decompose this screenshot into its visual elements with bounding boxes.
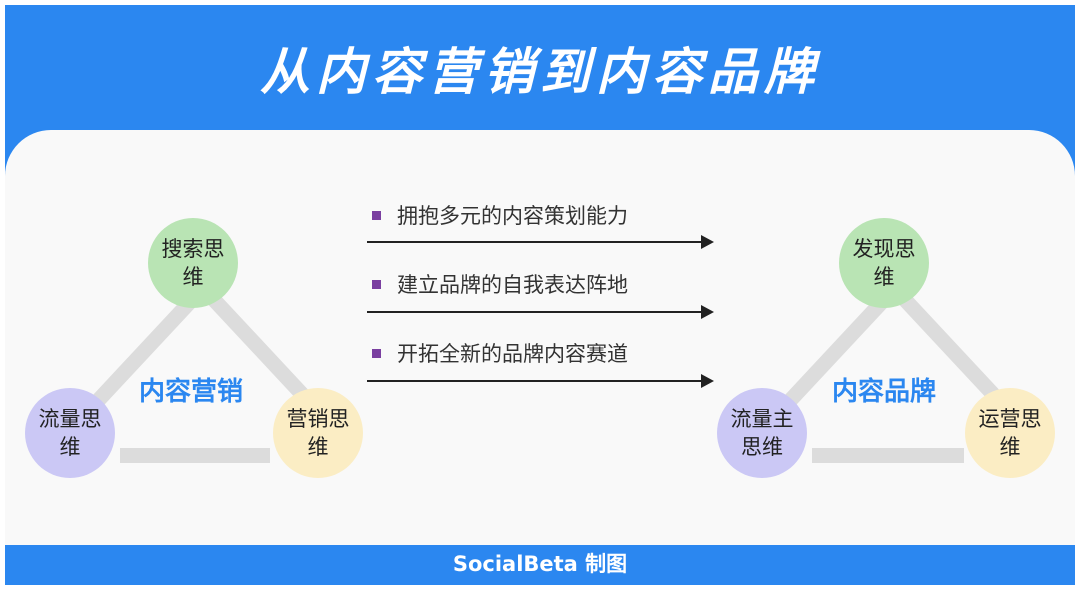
bullet-icon <box>372 348 381 358</box>
arrow-item: 开拓全新的品牌内容赛道 <box>372 338 628 368</box>
connector-bar <box>120 448 270 463</box>
arrow-right-icon <box>367 235 714 249</box>
bullet-icon <box>372 210 381 220</box>
node-traffic-thinking: 流量思维 <box>25 388 115 478</box>
bullet-icon <box>372 279 381 289</box>
arrow-item: 拥抱多元的内容策划能力 <box>372 200 628 230</box>
footer-credit: SocialBeta 制图 <box>452 552 628 576</box>
content-brand-label: 内容品牌 <box>831 377 936 407</box>
arrow-item: 建立品牌的自我表达阵地 <box>372 269 628 299</box>
node-marketing-thinking: 营销思维 <box>273 388 363 478</box>
content-marketing-label: 内容营销 <box>138 377 243 407</box>
node-operation-thinking: 运营思维 <box>965 388 1055 478</box>
node-search-thinking: 搜索思维 <box>148 218 238 308</box>
arrow-right-icon <box>367 305 714 319</box>
arrow-right-icon <box>367 374 714 388</box>
content-panel <box>5 130 1075 545</box>
node-traffic-owner-thinking: 流量主思维 <box>717 388 807 478</box>
node-discovery-thinking: 发现思维 <box>839 218 929 308</box>
connector-bar <box>812 448 964 463</box>
page-title: 从内容营销到内容品牌 <box>260 43 820 101</box>
